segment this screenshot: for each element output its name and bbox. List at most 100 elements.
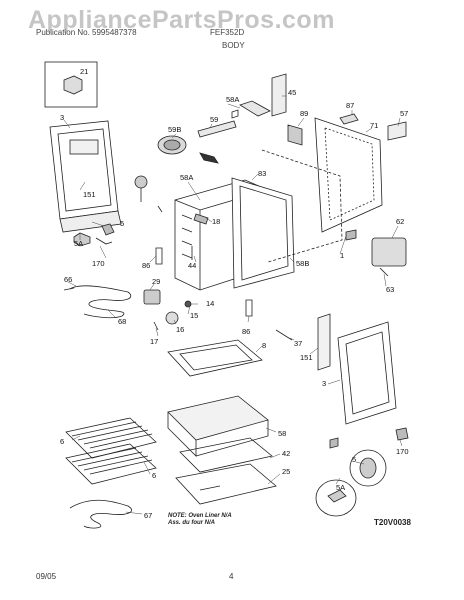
part-5a-right-top (329, 437, 339, 449)
callout-44: 44 (188, 261, 196, 270)
liner-rack-supports (181, 214, 193, 259)
callout-87: 87 (346, 101, 354, 110)
drawing-code: T20V0038 (374, 518, 411, 527)
oven-door-right-inner (345, 331, 390, 415)
callout-5: 5 (120, 219, 124, 228)
callout-15: 15 (190, 311, 198, 320)
callout-45: 45 (288, 88, 296, 97)
part-57 (387, 121, 407, 141)
callout-57: 57 (400, 109, 408, 118)
callout-5-2: 5 (352, 455, 356, 464)
broil-element (69, 499, 133, 529)
callout-3-2: 3 (322, 379, 326, 388)
hinge-5a-left (73, 232, 91, 247)
oven-rack-top-bars (71, 421, 153, 449)
part-16 (165, 311, 179, 325)
callout-6: 6 (60, 437, 64, 446)
publication-number: Publication No. 5995487378 (36, 28, 137, 37)
part-83-knob (134, 175, 148, 189)
leader-lines (63, 95, 403, 515)
bake-element (69, 285, 132, 319)
callout-83: 83 (258, 169, 266, 178)
model-number: FEF352D (210, 28, 245, 37)
part-21-box (44, 61, 98, 108)
callout-151-2: 151 (300, 353, 313, 362)
callout-86: 86 (142, 261, 150, 270)
back-panel (314, 117, 383, 233)
callout-170-2: 170 (396, 447, 409, 456)
callout-63: 63 (386, 285, 394, 294)
part-151-right (317, 313, 331, 371)
callout-58a-2: 58A (180, 173, 193, 182)
side-panel-58b (231, 177, 295, 289)
part-29 (143, 289, 161, 305)
part-42-tray (179, 437, 273, 473)
oven-rack-bottom-bars (71, 447, 153, 475)
insulation-58-right (195, 420, 269, 457)
part-58a-top (239, 100, 271, 117)
callout-21: 21 (80, 67, 88, 76)
hinge-link-left (95, 237, 113, 245)
callout-labels: 21 3 151 5 5A 170 66 68 45 58A 59 59B 87… (60, 67, 409, 520)
callout-29: 29 (152, 277, 160, 286)
callout-71: 71 (370, 121, 378, 130)
callout-151: 151 (83, 190, 96, 199)
callout-68: 68 (118, 317, 126, 326)
callout-14: 14 (206, 299, 214, 308)
door-bottom-trim (59, 210, 122, 233)
part-1 (345, 229, 357, 241)
oven-door-left-inner (57, 128, 112, 212)
part-89 (287, 124, 303, 146)
oven-rack-top (65, 417, 157, 459)
callout-58: 58 (278, 429, 286, 438)
part-45 (271, 73, 287, 117)
callout-3: 3 (60, 113, 64, 122)
part-86-right (245, 299, 253, 317)
callout-37: 37 (294, 339, 302, 348)
part-59 (197, 120, 237, 138)
callout-8: 8 (262, 341, 266, 350)
callout-86-2: 86 (242, 327, 250, 336)
part-170-right (395, 427, 409, 441)
footer-page: 4 (229, 572, 234, 581)
part-18 (193, 213, 209, 225)
cabinet-frame (261, 149, 343, 263)
oven-door-left (49, 120, 119, 220)
callout-58b: 58B (296, 259, 309, 268)
part-5a-right (327, 489, 347, 503)
insulation-58-top (167, 395, 269, 441)
callout-62: 62 (396, 217, 404, 226)
callout-1: 1 (340, 251, 344, 260)
part-5a-right-circle (315, 479, 357, 517)
callout-66: 66 (64, 275, 72, 284)
callout-59: 59 (210, 115, 218, 124)
part-58a-tab (231, 109, 239, 119)
note-line-1: NOTE: Oven Liner N/A (168, 513, 232, 519)
callout-18: 18 (212, 217, 220, 226)
side-panel-58b-inner (239, 185, 289, 281)
callout-89: 89 (300, 109, 308, 118)
note-box: NOTE: Oven Liner N/A Ass. du four N/A (168, 513, 232, 527)
section-title: BODY (222, 41, 245, 50)
callout-25: 25 (282, 467, 290, 476)
callout-16: 16 (176, 325, 184, 334)
oven-door-right (337, 321, 397, 425)
part-8-frame (167, 339, 263, 377)
callout-42: 42 (282, 449, 290, 458)
hinge-5-left (101, 223, 115, 236)
part-62 (371, 237, 407, 267)
callout-5a-2: 5A (336, 483, 345, 492)
footer-date: 09/05 (36, 572, 57, 581)
part-21-clip (63, 75, 83, 95)
part-17 (153, 321, 159, 331)
part-87 (339, 113, 359, 125)
callout-58a: 58A (226, 95, 239, 104)
bake-element-terminal (63, 287, 75, 291)
part-59b-hub (163, 139, 181, 151)
back-panel-holes (324, 127, 375, 221)
part-5-spring (359, 457, 377, 479)
callout-17: 17 (150, 337, 158, 346)
part-59b-bracket (199, 152, 219, 164)
